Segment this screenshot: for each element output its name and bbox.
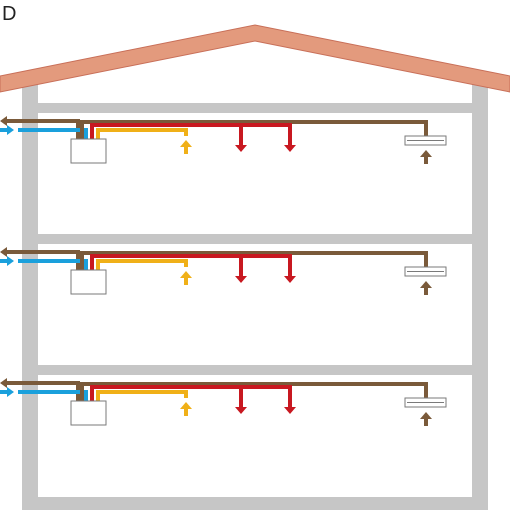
upper-floor-ventilation xyxy=(0,116,447,164)
exhaust-air-duct xyxy=(14,250,80,270)
exhaust-intake-arrow xyxy=(420,281,432,295)
extract-duct xyxy=(96,259,188,270)
ventilation-unit xyxy=(70,269,107,295)
extract-duct-main xyxy=(80,120,428,139)
outdoor-air-arrow xyxy=(0,387,14,397)
exhaust-air-arrow xyxy=(0,116,14,126)
extract-air-arrow xyxy=(180,140,192,154)
ventilation-unit xyxy=(70,400,107,426)
supply-air-arrow xyxy=(284,139,296,152)
supply-air-arrow xyxy=(235,401,247,414)
outdoor-air-duct xyxy=(18,259,88,270)
floors-group xyxy=(0,116,447,426)
exhaust-air-duct xyxy=(14,381,80,401)
ground-slab xyxy=(22,497,488,510)
extract-air-arrow xyxy=(180,402,192,416)
exhaust-air-duct xyxy=(14,119,80,139)
outdoor-air-duct xyxy=(18,128,88,139)
extract-duct xyxy=(96,128,188,139)
panel-label: D xyxy=(2,3,16,25)
outdoor-air-arrow xyxy=(0,256,14,266)
extract-duct-main xyxy=(80,251,428,270)
supply-air-arrow xyxy=(284,401,296,414)
attic-floor xyxy=(38,103,472,113)
supply-duct xyxy=(90,123,292,139)
supply-duct xyxy=(90,385,292,401)
house-structure xyxy=(0,24,510,510)
extract-duct xyxy=(96,390,188,401)
right-wall xyxy=(472,80,488,500)
exhaust-intake-arrow xyxy=(420,412,432,426)
lower-floor-ventilation xyxy=(0,378,447,426)
middle-floor-ventilation xyxy=(0,247,447,295)
ventilation-unit xyxy=(70,138,107,164)
supply-air-arrow xyxy=(235,139,247,152)
extract-duct-main xyxy=(80,382,428,401)
exhaust-intake-arrow xyxy=(420,150,432,164)
supply-air-arrow xyxy=(235,270,247,283)
roof xyxy=(0,24,510,93)
outdoor-air-arrow xyxy=(0,125,14,135)
outdoor-air-duct xyxy=(18,390,88,401)
supply-duct xyxy=(90,254,292,270)
floor-slab-upper xyxy=(38,234,472,244)
left-wall xyxy=(22,80,38,500)
supply-air-arrow xyxy=(284,270,296,283)
extract-air-arrow xyxy=(180,271,192,285)
exhaust-air-arrow xyxy=(0,378,14,388)
floor-slab-lower xyxy=(38,365,472,375)
exhaust-air-arrow xyxy=(0,247,14,257)
